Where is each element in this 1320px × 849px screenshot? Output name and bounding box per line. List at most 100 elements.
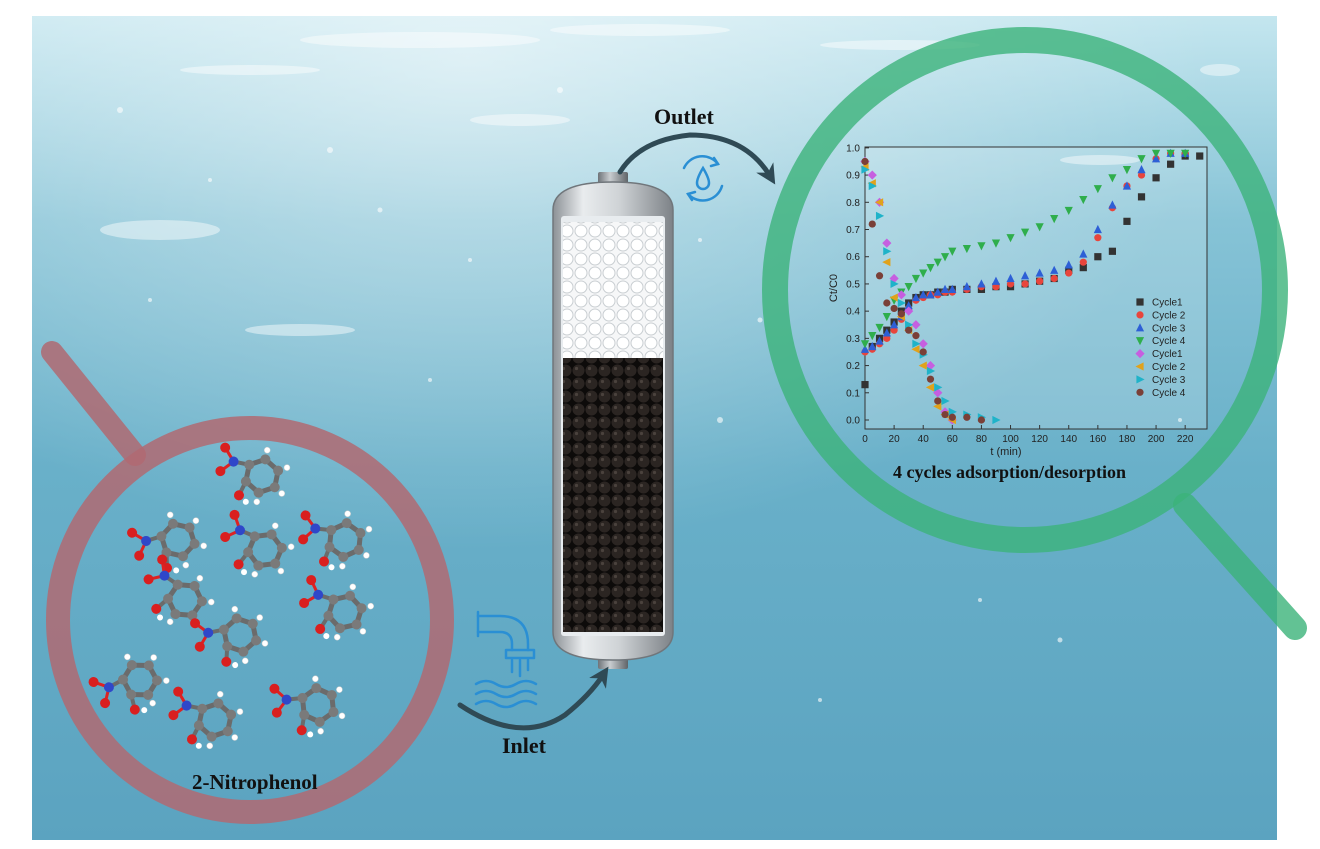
data-point xyxy=(918,339,928,349)
data-point xyxy=(1006,273,1015,283)
nitrophenol-molecules xyxy=(88,442,374,750)
data-point xyxy=(919,269,928,278)
y-tick-label: 0.1 xyxy=(846,388,860,399)
water-recycle-icon xyxy=(682,155,724,202)
y-axis-label: Ct/C0 xyxy=(828,274,840,302)
legend-item: Cycle1 xyxy=(1136,298,1183,309)
data-point xyxy=(904,306,914,316)
data-point xyxy=(977,279,986,288)
x-axis-label: t (min) xyxy=(990,446,1021,458)
saturated-adsorbent-beads xyxy=(563,358,663,632)
data-point xyxy=(890,279,899,289)
data-point xyxy=(1123,217,1131,225)
data-point xyxy=(1137,171,1146,179)
legend-marker xyxy=(1136,311,1144,319)
data-point xyxy=(1079,264,1087,272)
data-point xyxy=(1137,165,1146,174)
data-point xyxy=(861,157,869,166)
data-point xyxy=(1094,253,1102,261)
data-point xyxy=(934,397,942,405)
legend-marker xyxy=(1136,298,1144,306)
data-point xyxy=(1065,269,1073,277)
nitrophenol-molecule xyxy=(220,509,295,578)
x-tick-label: 220 xyxy=(1177,434,1194,445)
data-point xyxy=(934,383,943,392)
data-point xyxy=(962,282,971,291)
legend-marker xyxy=(1135,362,1144,371)
data-point xyxy=(1167,160,1175,168)
x-tick-label: 140 xyxy=(1060,434,1077,445)
legend-item: Cycle 4 xyxy=(1135,336,1186,347)
data-point xyxy=(948,413,956,421)
nitrophenol-molecule xyxy=(190,605,269,669)
data-point xyxy=(883,299,891,307)
nitrophenol-molecule xyxy=(299,575,374,641)
data-point xyxy=(1036,277,1044,285)
data-point xyxy=(860,340,870,349)
data-point xyxy=(868,332,877,341)
x-tick-label: 120 xyxy=(1031,434,1048,445)
data-point xyxy=(1050,265,1059,274)
data-point xyxy=(1064,206,1073,216)
data-point xyxy=(941,410,949,419)
data-point xyxy=(1166,149,1175,158)
data-point xyxy=(1020,271,1030,280)
data-point xyxy=(962,244,971,254)
series-4-points xyxy=(860,149,1190,349)
data-point xyxy=(1035,223,1044,232)
data-point xyxy=(882,258,891,267)
legend-label: Cycle 2 xyxy=(1152,310,1186,321)
data-point xyxy=(1079,258,1087,266)
x-tick-label: 180 xyxy=(1119,434,1136,445)
x-tick-label: 80 xyxy=(976,434,988,445)
x-tick-label: 60 xyxy=(947,434,959,445)
legend-label: Cycle 4 xyxy=(1152,388,1186,399)
data-point xyxy=(890,304,898,313)
legend-item: Cycle 3 xyxy=(1135,323,1186,334)
data-point xyxy=(911,320,921,330)
data-point xyxy=(897,298,906,308)
x-tick-label: 100 xyxy=(1002,434,1019,445)
clean-adsorbent-beads xyxy=(563,222,663,358)
data-point xyxy=(1064,260,1073,269)
series-3-points xyxy=(860,148,1190,353)
data-point xyxy=(897,310,905,318)
data-point xyxy=(904,283,913,292)
x-tick-label: 0 xyxy=(862,434,868,445)
data-point xyxy=(867,170,877,180)
y-tick-label: 0.4 xyxy=(846,307,860,318)
data-point xyxy=(883,247,892,256)
y-tick-label: 1.0 xyxy=(846,143,860,154)
data-point xyxy=(875,323,884,333)
data-point xyxy=(1093,224,1102,234)
nitrophenol-molecule xyxy=(298,510,373,571)
bubbles xyxy=(117,87,1182,702)
data-point xyxy=(1020,228,1030,237)
data-point xyxy=(933,402,942,411)
data-point xyxy=(1151,154,1161,163)
data-point xyxy=(1137,193,1146,201)
y-tick-label: 0.9 xyxy=(846,171,860,182)
data-point xyxy=(1108,174,1117,183)
data-point xyxy=(1035,268,1044,277)
legend-marker xyxy=(1135,323,1145,332)
y-tick-label: 0.8 xyxy=(846,198,860,209)
data-point xyxy=(875,272,884,280)
nitrophenol-molecule xyxy=(215,442,291,506)
data-point xyxy=(926,366,936,376)
legend-label: Cycle 2 xyxy=(1152,362,1186,373)
chart-points xyxy=(860,148,1204,425)
data-point xyxy=(925,360,936,371)
legend-item: Cycle 4 xyxy=(1136,388,1186,399)
legend-label: Cycle 3 xyxy=(1152,375,1186,386)
series-8-points xyxy=(861,157,986,424)
adsorption-column xyxy=(552,172,674,669)
data-point xyxy=(992,415,1001,425)
legend-marker xyxy=(1135,349,1145,359)
data-point xyxy=(861,165,870,174)
molecule-label: 2-Nitrophenol xyxy=(192,770,318,794)
data-point xyxy=(926,375,935,383)
